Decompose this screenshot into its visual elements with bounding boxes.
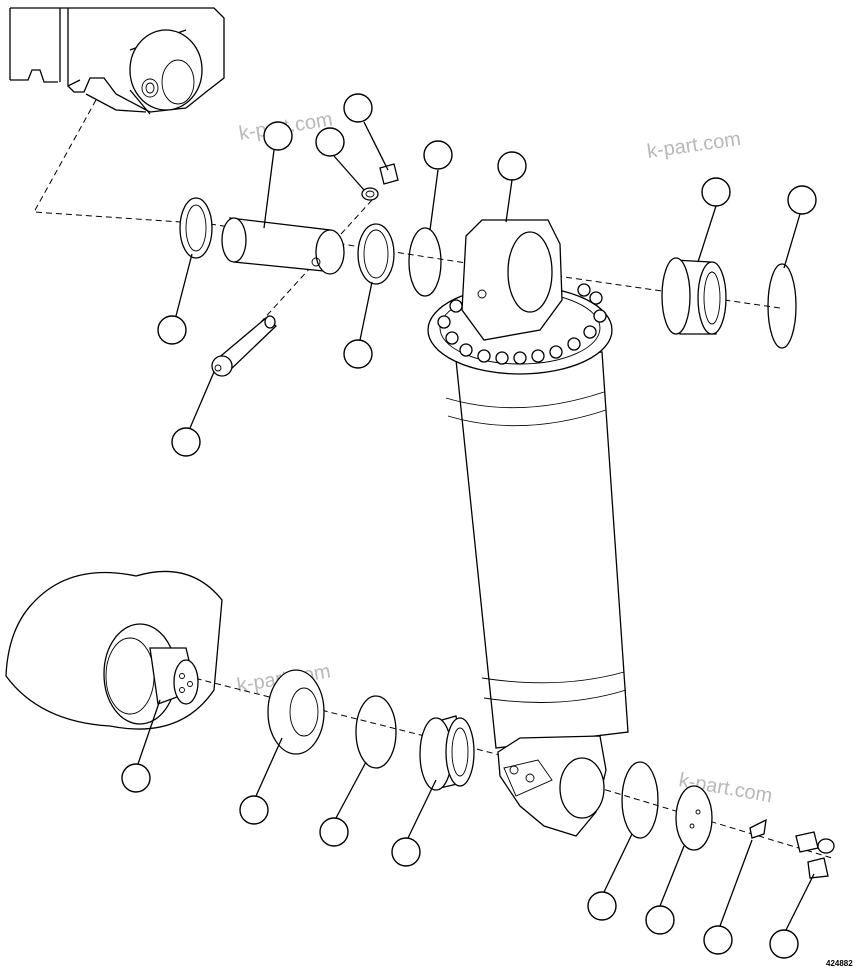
lower-mount-detail (5, 570, 223, 730)
callout-balloon (171, 427, 201, 457)
callout-balloon (587, 891, 617, 921)
boom-bracket-detail (9, 7, 225, 115)
callout-balloon (343, 339, 373, 369)
callout-balloon (769, 929, 799, 959)
hydraulic-cylinder (427, 219, 629, 837)
callout-balloon (497, 151, 527, 181)
drawing-reference-number: 424882 (826, 959, 853, 968)
callout-balloon (391, 837, 421, 867)
watermark-2: k-part.com (646, 128, 743, 163)
callout-balloon (343, 93, 373, 123)
upper-pin-group (179, 163, 442, 377)
callout-balloon (263, 121, 293, 151)
callout-balloon (787, 185, 817, 215)
callout-balloons (121, 93, 817, 959)
callout-balloon (645, 905, 675, 935)
callout-balloon (157, 315, 187, 345)
callout-balloon (239, 795, 269, 825)
lower-parts-group (267, 669, 835, 879)
flange-bolts (437, 283, 607, 365)
callout-leaders (137, 121, 815, 931)
upper-right-bushing (661, 257, 797, 349)
callout-balloon (423, 140, 453, 170)
callout-balloon (121, 763, 151, 793)
callout-balloon (701, 177, 731, 207)
callout-balloon (315, 127, 345, 157)
callout-balloon (703, 925, 733, 955)
callout-balloon (319, 817, 349, 847)
